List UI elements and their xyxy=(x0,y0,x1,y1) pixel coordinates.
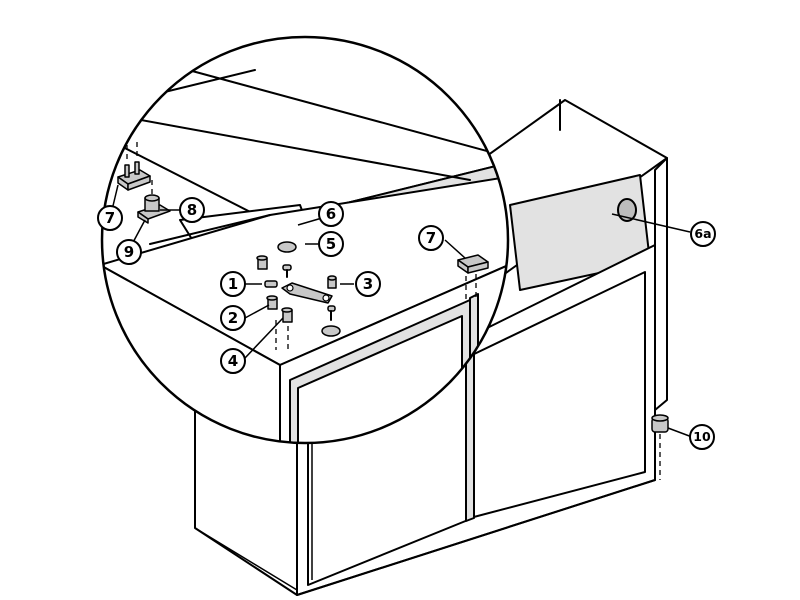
callout-7-left-label: 7 xyxy=(105,209,115,227)
connector-7-right xyxy=(457,254,489,300)
connecting-plate-3 xyxy=(281,275,337,304)
screw-lower xyxy=(321,305,341,337)
callout-6-label: 6 xyxy=(326,205,336,223)
callout-7-right-label: 7 xyxy=(426,229,436,247)
callout-6a-label: 6a xyxy=(694,226,711,241)
callout-9-label: 9 xyxy=(124,243,134,261)
cover-cap-6a xyxy=(617,198,637,222)
callout-4: 4 xyxy=(220,348,246,374)
callout-10-label: 10 xyxy=(693,429,711,444)
dowel-2 xyxy=(266,295,278,310)
callout-9: 9 xyxy=(116,239,142,265)
callout-4-label: 4 xyxy=(228,352,238,370)
callout-5-label: 5 xyxy=(326,235,336,253)
callout-6a: 6a xyxy=(690,221,716,247)
magnified-detail xyxy=(100,35,510,445)
callout-1: 1 xyxy=(220,271,246,297)
cam-pin-1 xyxy=(256,255,278,288)
screw-5 xyxy=(282,264,292,278)
callout-8-label: 8 xyxy=(187,201,197,219)
callout-1-label: 1 xyxy=(228,275,238,293)
callout-7-left: 7 xyxy=(97,205,123,231)
callout-2: 2 xyxy=(220,305,246,331)
connector-7-left xyxy=(117,142,151,191)
support-block-8-9 xyxy=(137,180,171,224)
foot-leveller-10 xyxy=(651,414,669,480)
callout-2-label: 2 xyxy=(228,309,238,327)
cover-cap-6 xyxy=(277,241,297,253)
callout-3-label: 3 xyxy=(363,275,373,293)
callout-7-right: 7 xyxy=(418,225,444,251)
callout-3: 3 xyxy=(355,271,381,297)
callout-5: 5 xyxy=(318,231,344,257)
callout-8: 8 xyxy=(179,197,205,223)
callout-6: 6 xyxy=(318,201,344,227)
callout-10: 10 xyxy=(689,424,715,450)
